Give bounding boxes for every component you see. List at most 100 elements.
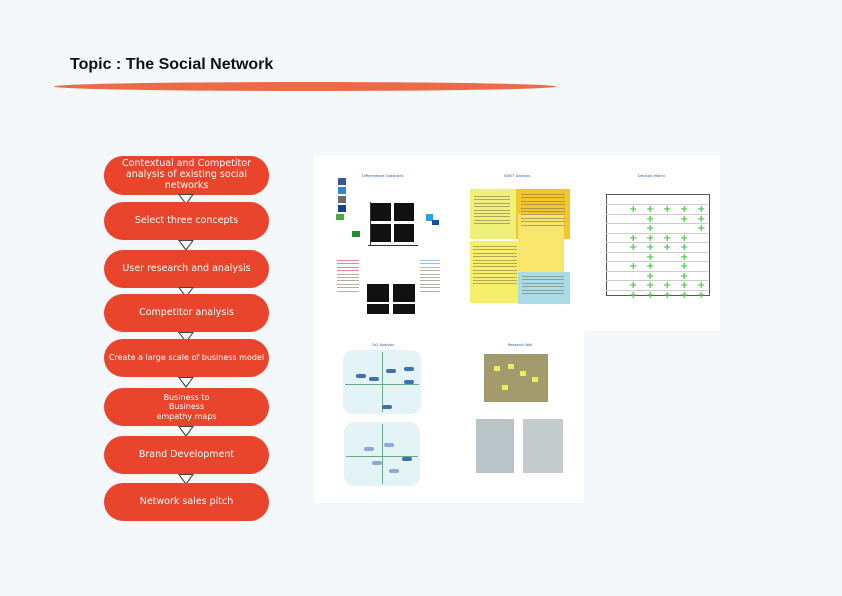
flow-step-user-research: User research and analysis xyxy=(104,250,269,288)
map-point xyxy=(356,374,366,378)
matrix-plus-mark: + xyxy=(629,280,638,291)
matrix-plus-mark: + xyxy=(697,223,706,234)
matrix-plus-mark: + xyxy=(629,242,638,253)
flow-step-contextual-analysis: Contextual and Competitor analysis of ex… xyxy=(104,156,269,195)
matrix-plus-mark: + xyxy=(680,289,689,301)
matrix-plus-mark: + xyxy=(680,204,689,215)
flow-step-competitor-analysis: Competitor analysis xyxy=(104,294,269,332)
whiteboard-photo xyxy=(523,419,563,473)
flow-arrow-1 xyxy=(178,194,194,205)
axis-line xyxy=(345,384,419,385)
research-thumbnails-top: Differentiate Quadrants SWOT Analysis De… xyxy=(314,156,720,331)
matrix-row-line xyxy=(606,280,708,281)
research-wall-photo xyxy=(484,354,548,402)
matrix-row-line xyxy=(606,270,708,272)
quadrant-block xyxy=(393,304,415,314)
social-logo-icon xyxy=(426,214,433,221)
flow-arrow-5 xyxy=(178,377,194,388)
axis-line xyxy=(370,202,371,246)
social-logo-icon xyxy=(432,220,439,225)
matrix-plus-mark: + xyxy=(646,289,655,301)
quadrant-block xyxy=(371,203,391,221)
matrix-row-line xyxy=(606,251,708,253)
matrix-plus-mark: + xyxy=(629,289,638,301)
matrix-plus-mark: + xyxy=(646,261,655,272)
map-point xyxy=(402,457,412,461)
flow-step-select-concepts: Select three concepts xyxy=(104,202,269,240)
map-point xyxy=(364,447,374,451)
matrix-row-line xyxy=(606,204,708,205)
map-point xyxy=(386,369,396,373)
text-block xyxy=(420,260,440,294)
flow-step-sales-pitch: Network sales pitch xyxy=(104,483,269,521)
swot-threats-note xyxy=(518,272,570,304)
matrix-plus-mark: + xyxy=(680,280,689,291)
swot-opportunities-note xyxy=(470,241,522,303)
axis-line xyxy=(346,456,418,457)
map-point xyxy=(389,469,399,473)
matrix-plus-mark: + xyxy=(629,204,638,215)
matrix-plus-mark: + xyxy=(697,289,706,301)
flow-step-brand-development: Brand Development xyxy=(104,436,269,474)
text-block xyxy=(522,276,564,296)
matrix-plus-mark: + xyxy=(663,232,672,244)
flow-arrow-3 xyxy=(178,287,194,298)
sticky-note xyxy=(502,385,508,390)
swot-strengths-note xyxy=(470,189,516,239)
map-point xyxy=(404,367,414,371)
matrix-plus-mark: + xyxy=(629,232,638,244)
sticky-note xyxy=(532,377,538,382)
thumbnail-title-2x2-analysis: 2x2 Analysis xyxy=(372,343,395,347)
matrix-plus-mark: + xyxy=(646,213,655,225)
matrix-plus-mark: + xyxy=(646,232,655,244)
matrix-plus-mark: + xyxy=(646,280,655,291)
social-logo-icon xyxy=(352,231,360,237)
text-block xyxy=(473,246,517,287)
social-logo-icon xyxy=(338,205,346,212)
flow-arrow-7 xyxy=(178,474,194,485)
swot-overlap-note xyxy=(518,214,564,272)
thumbnail-title-decision-matrix: Decision Matrix xyxy=(638,174,666,178)
flow-step-business-model: Create a large scale of business model xyxy=(104,339,269,377)
matrix-plus-mark: + xyxy=(680,232,689,244)
matrix-row-line xyxy=(606,232,708,234)
thumbnail-title-swot: SWOT Analysis xyxy=(504,174,531,178)
flow-arrow-4 xyxy=(178,332,194,343)
text-block xyxy=(474,196,510,227)
social-logo-icon xyxy=(338,196,346,203)
sticky-note xyxy=(508,364,514,369)
matrix-plus-mark: + xyxy=(629,261,638,272)
matrix-row-line xyxy=(606,213,708,215)
matrix-plus-mark: + xyxy=(697,280,706,291)
matrix-plus-mark: + xyxy=(663,242,672,253)
matrix-plus-mark: + xyxy=(663,204,672,215)
whiteboard-photo xyxy=(476,419,514,473)
matrix-row-line xyxy=(606,261,708,262)
sticky-note xyxy=(494,366,500,371)
matrix-plus-mark: + xyxy=(646,204,655,215)
thumbnail-title-differentiate-quadrants: Differentiate Quadrants xyxy=(362,174,404,178)
matrix-plus-mark: + xyxy=(697,204,706,215)
matrix-plus-mark: + xyxy=(663,289,672,301)
research-thumbnails-bottom: 2x2 Analysis Research Wall xyxy=(314,331,584,503)
quadrant-block xyxy=(367,304,389,314)
flow-step-empathy-maps: Business to Business empathy maps xyxy=(104,388,269,426)
map-point xyxy=(369,377,379,381)
matrix-row-line xyxy=(606,242,708,243)
matrix-row-line xyxy=(606,223,708,224)
map-point xyxy=(384,443,394,447)
matrix-plus-mark: + xyxy=(680,261,689,272)
quadrant-block xyxy=(371,224,391,242)
matrix-row-line xyxy=(606,289,708,291)
social-logo-icon xyxy=(338,187,346,194)
social-logo-icon xyxy=(336,214,344,220)
matrix-plus-mark: + xyxy=(697,213,706,225)
map-point xyxy=(404,380,414,384)
quadrant-block xyxy=(393,284,415,302)
axis-line xyxy=(368,245,418,246)
matrix-plus-mark: + xyxy=(680,213,689,225)
social-logo-icon xyxy=(338,178,346,185)
quadrant-block xyxy=(394,224,414,242)
flow-arrow-2 xyxy=(178,240,194,251)
matrix-plus-mark: + xyxy=(646,242,655,253)
